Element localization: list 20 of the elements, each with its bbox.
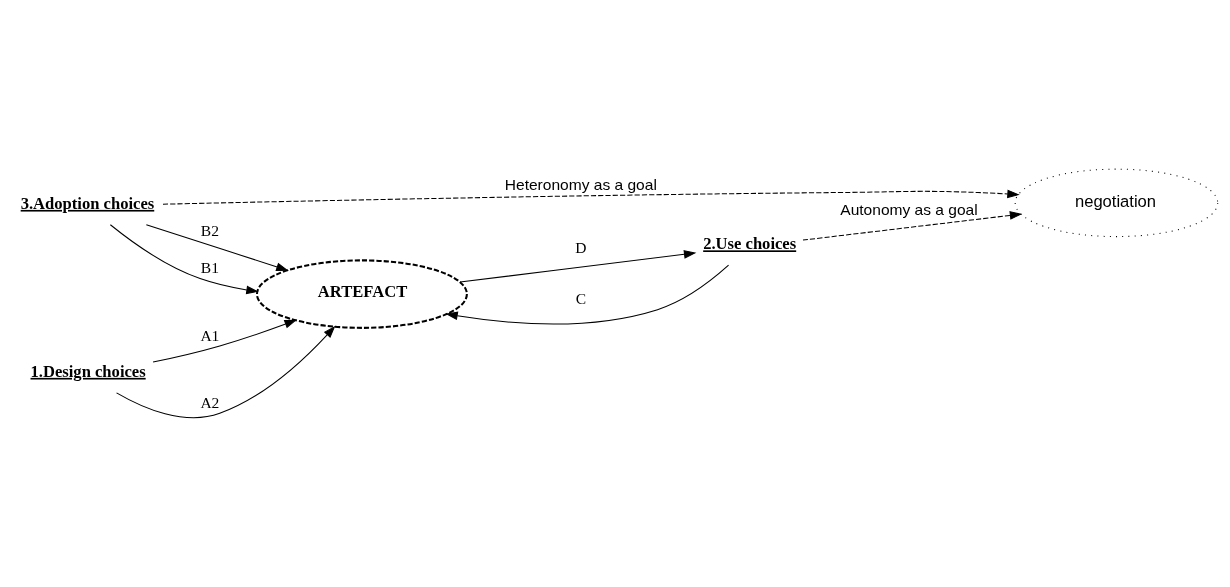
edge-label: A2 <box>200 394 220 412</box>
node-text: 2.Use choices <box>703 234 797 254</box>
arrow <box>162 189 1020 205</box>
node-text: 3.Adoption choices <box>20 193 155 213</box>
arrow <box>145 224 289 272</box>
node-ellipse: negotiation <box>1014 168 1219 238</box>
edge-label: A1 <box>200 326 220 344</box>
arrow <box>445 264 730 325</box>
edge-label: D <box>575 238 587 256</box>
edge-label: C <box>575 290 587 308</box>
edge-label: Heteronomy as a goal <box>504 176 657 194</box>
node-text: 1.Design choices <box>30 361 146 381</box>
arrow <box>459 250 697 283</box>
edge-label: B2 <box>200 222 219 240</box>
edge-label: B1 <box>200 259 219 277</box>
arrow <box>109 224 259 295</box>
arrow <box>152 319 297 363</box>
arrow <box>116 325 336 419</box>
arrow <box>802 211 1023 241</box>
edge-label: Autonomy as a goal <box>840 201 978 219</box>
